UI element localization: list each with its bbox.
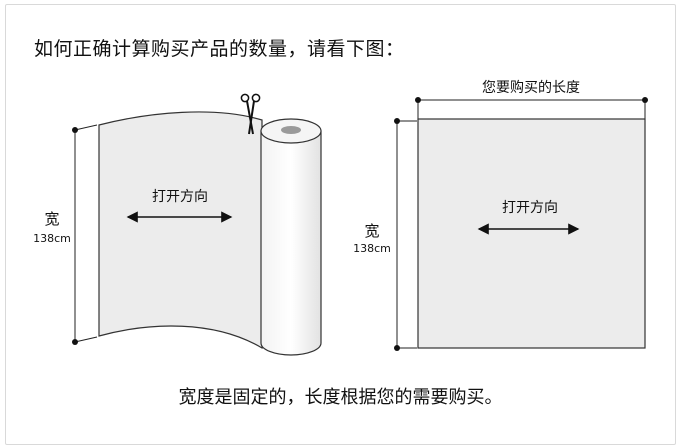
page-title: 如何正确计算购买产品的数量，请看下图： [34,38,405,60]
right-width-value: 138cm [353,242,391,255]
scissors-icon [240,93,261,135]
cut-fabric-sheet [417,118,646,349]
fabric-sheet [98,111,263,350]
left-width-dimension [72,124,98,345]
right-width-label: 宽 [364,222,379,240]
roll-core [281,126,301,134]
length-label: 您要购买的长度 [482,79,580,96]
length-dimension [415,97,648,119]
footer-note: 宽度是固定的，长度根据您的需要购买。 [178,387,503,408]
right-width-dimension [394,118,417,351]
fabric-roll [260,118,322,356]
image-frame [5,4,676,445]
left-width-label: 宽 [44,210,59,228]
right-direction-label: 打开方向 [502,199,558,216]
left-direction-label: 打开方向 [152,188,208,205]
left-width-value: 138cm [33,232,71,245]
